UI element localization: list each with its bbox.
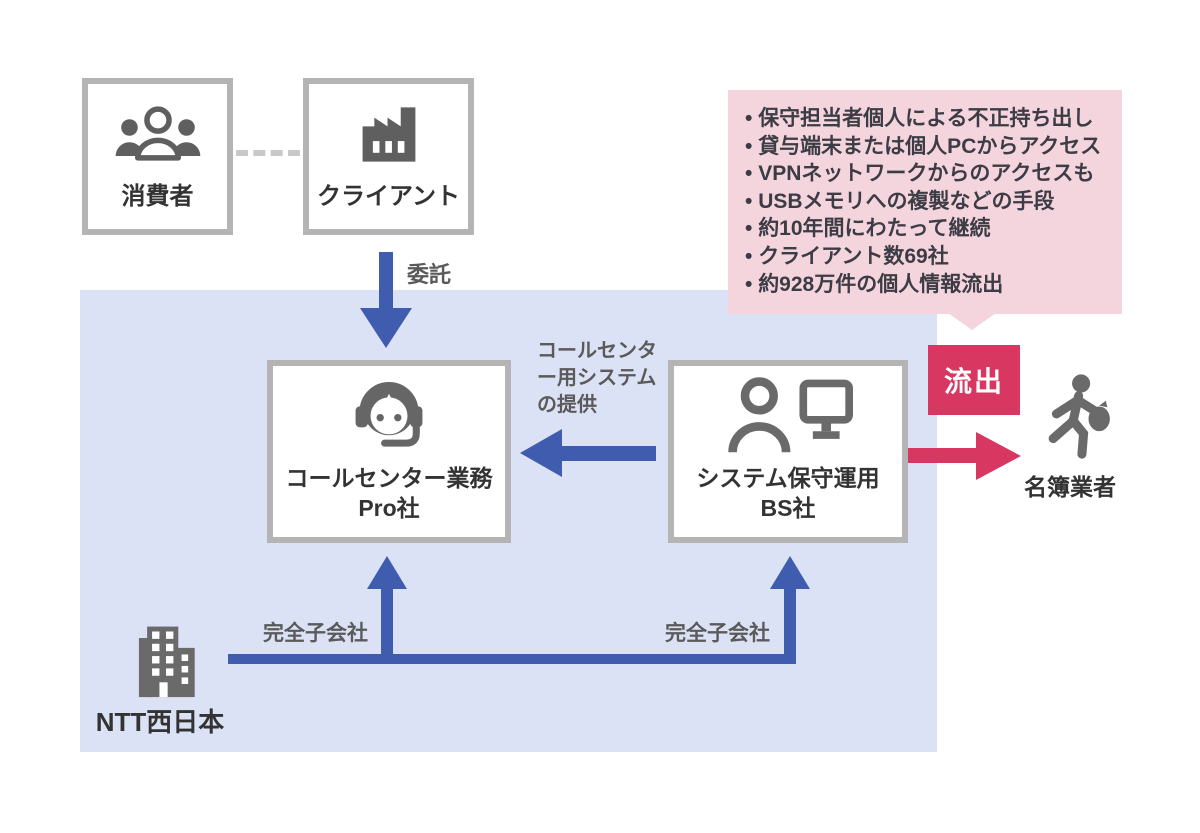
ownership-line xyxy=(228,654,796,664)
incident-bullet: VPNネットワークからのアクセスも xyxy=(745,160,1112,188)
provide-label-line2: ー用システム xyxy=(537,367,657,389)
pro-company-box: コールセンター業務 Pro社 xyxy=(267,360,511,543)
provide-label-line3: の提供 xyxy=(537,394,597,416)
leak-arrow-head xyxy=(976,432,1021,480)
callout-pointer xyxy=(948,313,996,330)
subsidiary-right-arrow-head xyxy=(770,556,810,589)
subsidiary-right-arrow-shaft xyxy=(784,586,796,664)
incident-bullet: 約928万件の個人情報流出 xyxy=(745,271,1112,299)
call-center-operator-icon xyxy=(273,366,505,464)
provide-arrow-head xyxy=(520,429,562,477)
provide-arrow-shaft xyxy=(560,446,656,461)
leak-badge: 流出 xyxy=(928,345,1020,415)
incident-bullet: 約10年間にわたって継続 xyxy=(745,215,1112,243)
consumer-label: 消費者 xyxy=(121,183,194,211)
bs-company-label: システム保守運用 BS社 xyxy=(696,464,879,537)
delegate-label: 委託 xyxy=(407,262,452,287)
bs-company-box: システム保守運用 BS社 xyxy=(668,360,908,543)
subsidiary-right-label: 完全子会社 xyxy=(665,622,770,645)
consumer-client-dashed-link xyxy=(236,150,300,156)
consumer-box: 消費者 xyxy=(82,78,233,235)
incident-bullet: USBメモリへの複製などの手段 xyxy=(745,188,1112,216)
bs-company-label-line2: BS社 xyxy=(760,494,816,521)
people-group-icon xyxy=(88,84,227,182)
broker-label: 名簿業者 xyxy=(1024,474,1116,500)
running-thief-icon xyxy=(1040,372,1114,464)
parent-company-label: NTT西日本 xyxy=(95,707,225,737)
client-label: クライアント xyxy=(316,183,461,211)
person-with-monitor-icon xyxy=(674,366,902,464)
delegate-arrow-head xyxy=(360,308,412,348)
pro-company-label: コールセンター業務 Pro社 xyxy=(286,464,493,537)
incident-bullet: 保守担当者個人による不正持ち出し xyxy=(745,105,1112,133)
pro-company-label-line1: コールセンター業務 xyxy=(285,465,493,492)
subsidiary-left-arrow-shaft xyxy=(381,586,393,664)
provide-label: コールセンタ ー用システム の提供 xyxy=(537,338,667,419)
leak-arrow-shaft xyxy=(908,448,978,463)
incident-callout: 保守担当者個人による不正持ち出し 貸与端末または個人PCからアクセス VPNネッ… xyxy=(728,90,1122,314)
subsidiary-left-label: 完全子会社 xyxy=(263,622,368,645)
office-building-icon xyxy=(128,620,204,702)
incident-bullet: 貸与端末または個人PCからアクセス xyxy=(745,133,1112,161)
incident-bullet-list: 保守担当者個人による不正持ち出し 貸与端末または個人PCからアクセス VPNネッ… xyxy=(728,90,1122,298)
pro-company-label-line2: Pro社 xyxy=(358,494,420,521)
provide-label-line1: コールセンタ xyxy=(537,340,657,362)
incident-bullet: クライアント数69社 xyxy=(745,243,1112,271)
bs-company-label-line1: システム保守運用 xyxy=(696,465,880,492)
subsidiary-left-arrow-head xyxy=(367,556,407,589)
client-box: クライアント xyxy=(303,78,474,235)
factory-icon xyxy=(309,84,468,182)
delegate-arrow-shaft xyxy=(379,252,393,310)
